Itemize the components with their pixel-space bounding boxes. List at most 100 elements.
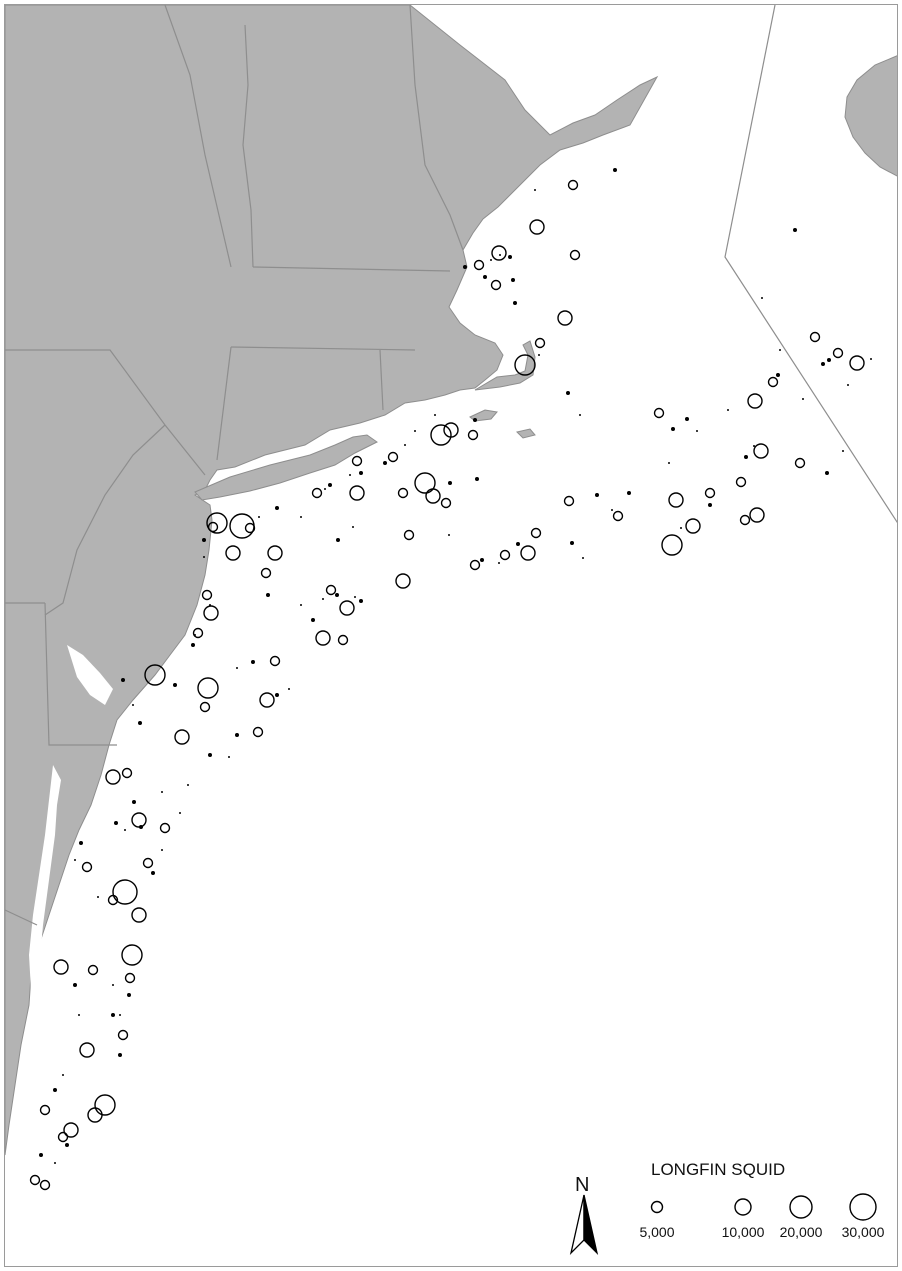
survey-station-marker (753, 443, 769, 459)
survey-station-marker (397, 487, 409, 499)
survey-station-marker (225, 545, 241, 561)
survey-station-marker (842, 450, 844, 452)
survey-station-marker (849, 355, 865, 371)
survey-station-marker (567, 179, 579, 191)
survey-station-marker (79, 1042, 95, 1058)
survey-station-marker (138, 721, 142, 725)
survey-station-marker (132, 704, 134, 706)
delaware-bay (67, 645, 113, 705)
north-arrow-right-half (583, 1194, 599, 1256)
survey-station-marker (349, 474, 351, 476)
survey-station-marker (483, 275, 487, 279)
nova-scotia-land (844, 55, 897, 177)
survey-station-marker (53, 1088, 57, 1092)
survey-station-marker (443, 422, 459, 438)
survey-station-marker (499, 254, 501, 256)
survey-station-marker (335, 593, 339, 597)
survey-station-marker (161, 791, 163, 793)
legend-title: LONGFIN SQUID (651, 1160, 785, 1179)
survey-station-marker (582, 557, 584, 559)
survey-station-marker (87, 964, 99, 976)
survey-station-marker (187, 784, 189, 786)
survey-station-marker (753, 445, 755, 447)
survey-station-marker (105, 769, 121, 785)
survey-station-marker (114, 821, 118, 825)
legend-label-5000: 5,000 (639, 1224, 674, 1240)
survey-station-marker (39, 1153, 43, 1157)
survey-station-marker (131, 907, 147, 923)
survey-station-marker (173, 683, 177, 687)
border-hague-line (724, 5, 897, 524)
survey-station-marker (761, 297, 763, 299)
survey-station-marker (54, 1162, 56, 1164)
survey-station-marker (827, 358, 831, 362)
north-arrow: N (569, 1174, 599, 1256)
survey-station-marker (236, 667, 238, 669)
survey-station-marker (315, 630, 331, 646)
survey-station-marker (653, 407, 665, 419)
survey-station-marker (132, 800, 136, 804)
survey-station-marker (73, 983, 77, 987)
survey-station-marker (595, 493, 599, 497)
legend-symbol-10000 (734, 1198, 752, 1216)
survey-station-marker (142, 857, 154, 869)
survey-station-marker (671, 427, 675, 431)
survey-station-marker (491, 245, 507, 261)
cape-cod-land (474, 340, 536, 391)
survey-station-marker (404, 444, 406, 446)
border-vt-ma (252, 266, 451, 272)
survey-station-marker (208, 753, 212, 757)
long-island-land (194, 434, 378, 501)
survey-station-marker (534, 337, 546, 349)
survey-station-marker (463, 265, 467, 269)
survey-station-marker (490, 279, 502, 291)
survey-station-marker (613, 168, 617, 172)
survey-station-marker (63, 1122, 79, 1138)
survey-station-marker (81, 861, 93, 873)
survey-station-marker (821, 362, 825, 366)
border-ma-ct-ri (230, 346, 416, 351)
survey-station-marker (530, 527, 542, 539)
survey-station-marker (258, 516, 260, 518)
survey-station-marker (267, 545, 283, 561)
survey-station-marker (708, 503, 712, 507)
survey-station-marker (627, 491, 631, 495)
survey-station-marker (425, 488, 441, 504)
survey-station-marker (383, 461, 387, 465)
survey-station-marker (29, 1174, 41, 1186)
survey-station-marker (119, 1014, 121, 1016)
survey-station-marker (201, 589, 213, 601)
survey-station-marker (776, 373, 780, 377)
survey-station-marker (349, 485, 365, 501)
survey-station-marker (387, 451, 399, 463)
survey-station-marker (499, 549, 511, 561)
border-vt-nh (242, 24, 254, 268)
survey-station-marker (563, 495, 575, 507)
survey-station-marker (203, 556, 205, 558)
survey-station-marker (111, 1013, 115, 1017)
survey-station-marker (739, 514, 751, 526)
survey-station-marker (53, 959, 69, 975)
survey-station-marker (359, 471, 363, 475)
survey-station-marker (825, 471, 829, 475)
survey-station-marker (251, 660, 255, 664)
survey-station-marker (192, 627, 204, 639)
survey-station-marker (202, 538, 206, 542)
north-arrow-label: N (575, 1174, 589, 1196)
survey-station-marker (288, 688, 290, 690)
survey-station-marker (508, 255, 512, 259)
survey-station-marker (570, 541, 574, 545)
survey-station-marker (311, 618, 315, 622)
survey-station-marker (203, 605, 219, 621)
border-md-de (44, 602, 117, 746)
survey-station-marker (124, 972, 136, 984)
survey-station-marker (727, 409, 729, 411)
survey-station-marker (794, 457, 806, 469)
legend-symbol-30000 (849, 1193, 877, 1221)
survey-station-marker (490, 259, 492, 261)
survey-station-marker (62, 1074, 64, 1076)
border-va-nc (5, 909, 38, 926)
